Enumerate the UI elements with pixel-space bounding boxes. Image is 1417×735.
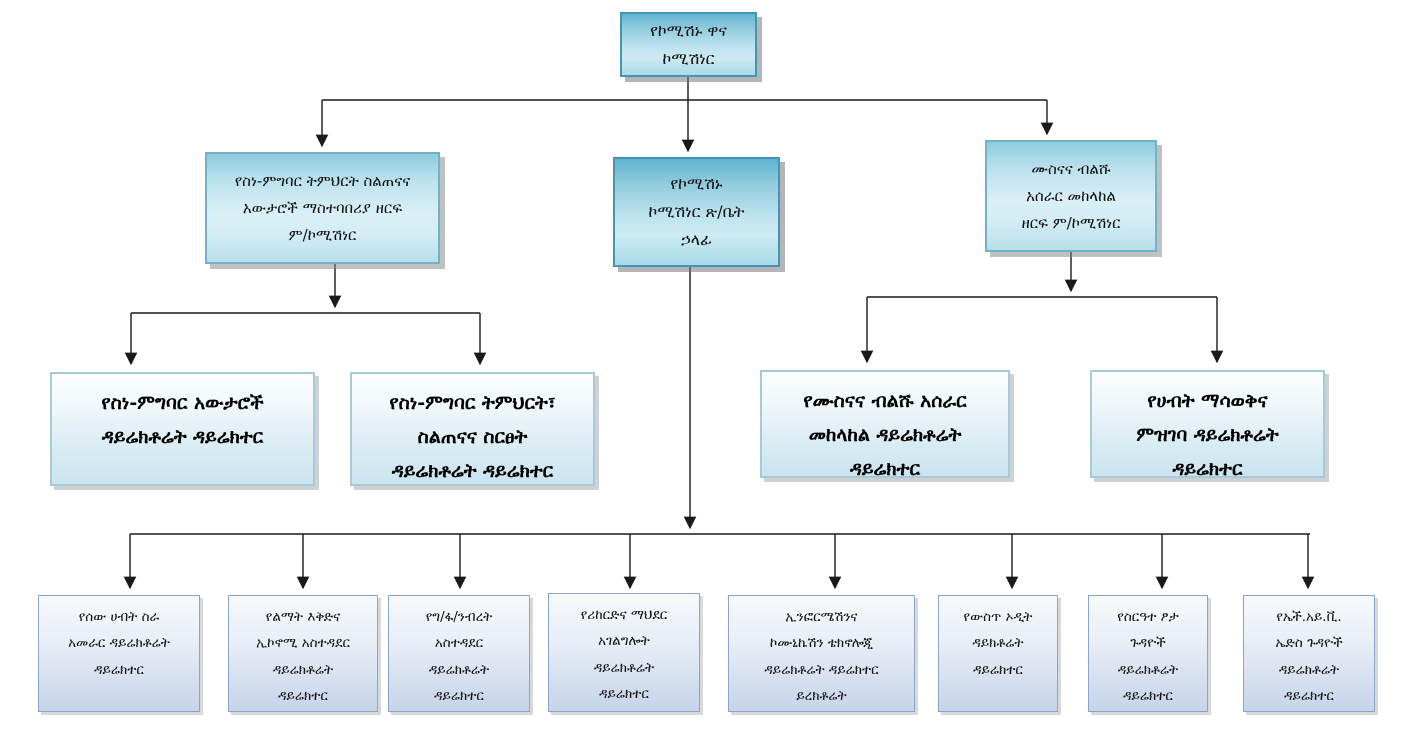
node-hiv-aids-affairs-directorate: የኤች.አይ.ቪ. ኤድስ ጉዳዮች ዳይሬክቶሬት ዳይሬክተር — [1243, 595, 1375, 712]
node-human-resource-directorate: የሰው ሀብት ስራ አመራር ዳይሬክቶሬት ዳይሬክተር — [38, 595, 200, 712]
node-ethics-education-training-directorate: የስነ-ምግባር ትምህርት፣ ስልጠናና ስርፀት ዳይሬክቶሬት ዳይሬክተ… — [350, 372, 595, 486]
node-internal-audit-directorate: የውስጥ ኦዲት ዳይክቶሬት ዳይሬክተር — [938, 595, 1058, 712]
node-chief-commissioner: የኮሚሽኑ ዋና ኮሚሽነር — [620, 12, 757, 77]
node-deputy-ethics-education-sector: የስነ-ምግባር ትምህርት ስልጠናና አውታሮች ማስተባበሪያ ዘርፍ ም… — [205, 152, 440, 264]
node-corruption-prevention-directorate: የሙስናና ብልሹ አሰራር መከላከል ዳይሬክቶሬት ዳይሬክተር — [760, 370, 1010, 480]
node-ict-directorate: ኢንፎርሜሽንና ኮሙኒኬሽን ቴክኖሎጂ ዳይሬክቶሬት ዳይሬክተር ይረክ… — [728, 595, 915, 712]
node-asset-disclosure-registration-directorate: የሀብት ማሳወቅና ምዝገባ ዳይሬክቶሬት ዳይሬክተር — [1090, 370, 1325, 480]
node-gender-affairs-directorate: የስርዓተ ፆታ ጉዳዮች ዳይሬክቶሬት ዳይሬክተር — [1088, 595, 1208, 712]
node-development-plan-economy-directorate: የልማት እቅድና ኢኮኖሚ አስተዳደር ዳይሬክቶሬት ዳይሬክተር — [228, 595, 378, 712]
node-ethics-networks-directorate: የስነ-ምግባር አውታሮች ዳይሬክቶሬት ዳይሬክተር — [50, 372, 315, 486]
node-finance-property-administration-directorate: የግ/ፋ/ንብረት አስተዳደር ዳይሬክቶሬት ዳይሬክተር — [388, 595, 530, 712]
node-deputy-corruption-prevention-sector: ሙስናና ብልሹ አሰራር መከላከል ዘርፍ ም/ኮሚሽነር — [985, 140, 1157, 252]
node-records-archive-service-directorate: የሪከርድና ማህደር አገልግሎት ዳይሬክቶሬት ዳይሬክተር — [548, 593, 700, 712]
node-commissioner-office-head: የኮሚሽኑ ኮሚሽነር ጽ/ቤት ኃላፊ — [613, 157, 780, 267]
